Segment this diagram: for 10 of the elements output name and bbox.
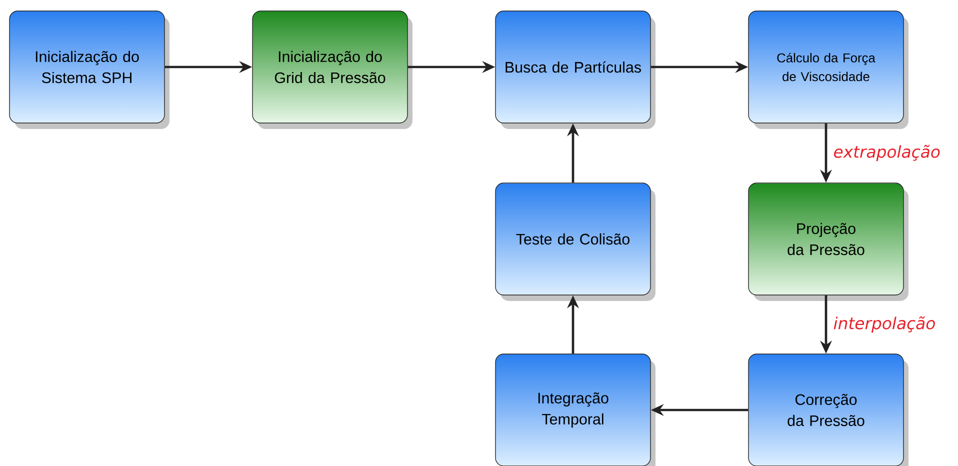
edge-label: extrapolação (832, 144, 942, 162)
process-box: Correção da Pressão (748, 354, 908, 466)
process-box: Busca de Partículas (495, 10, 656, 129)
process-box: Inicialização do Grid da Pressão (252, 10, 412, 129)
process-box: Inicialização do Sistema SPH (9, 10, 170, 129)
process-box: Projeção da Pressão (748, 182, 908, 301)
process-box: Cálculo da Força de Viscosidade (748, 10, 908, 129)
process-box: Integração Temporal (495, 354, 656, 466)
edge-label: interpolação (832, 315, 937, 334)
process-box: Teste de Colisão (495, 182, 656, 301)
